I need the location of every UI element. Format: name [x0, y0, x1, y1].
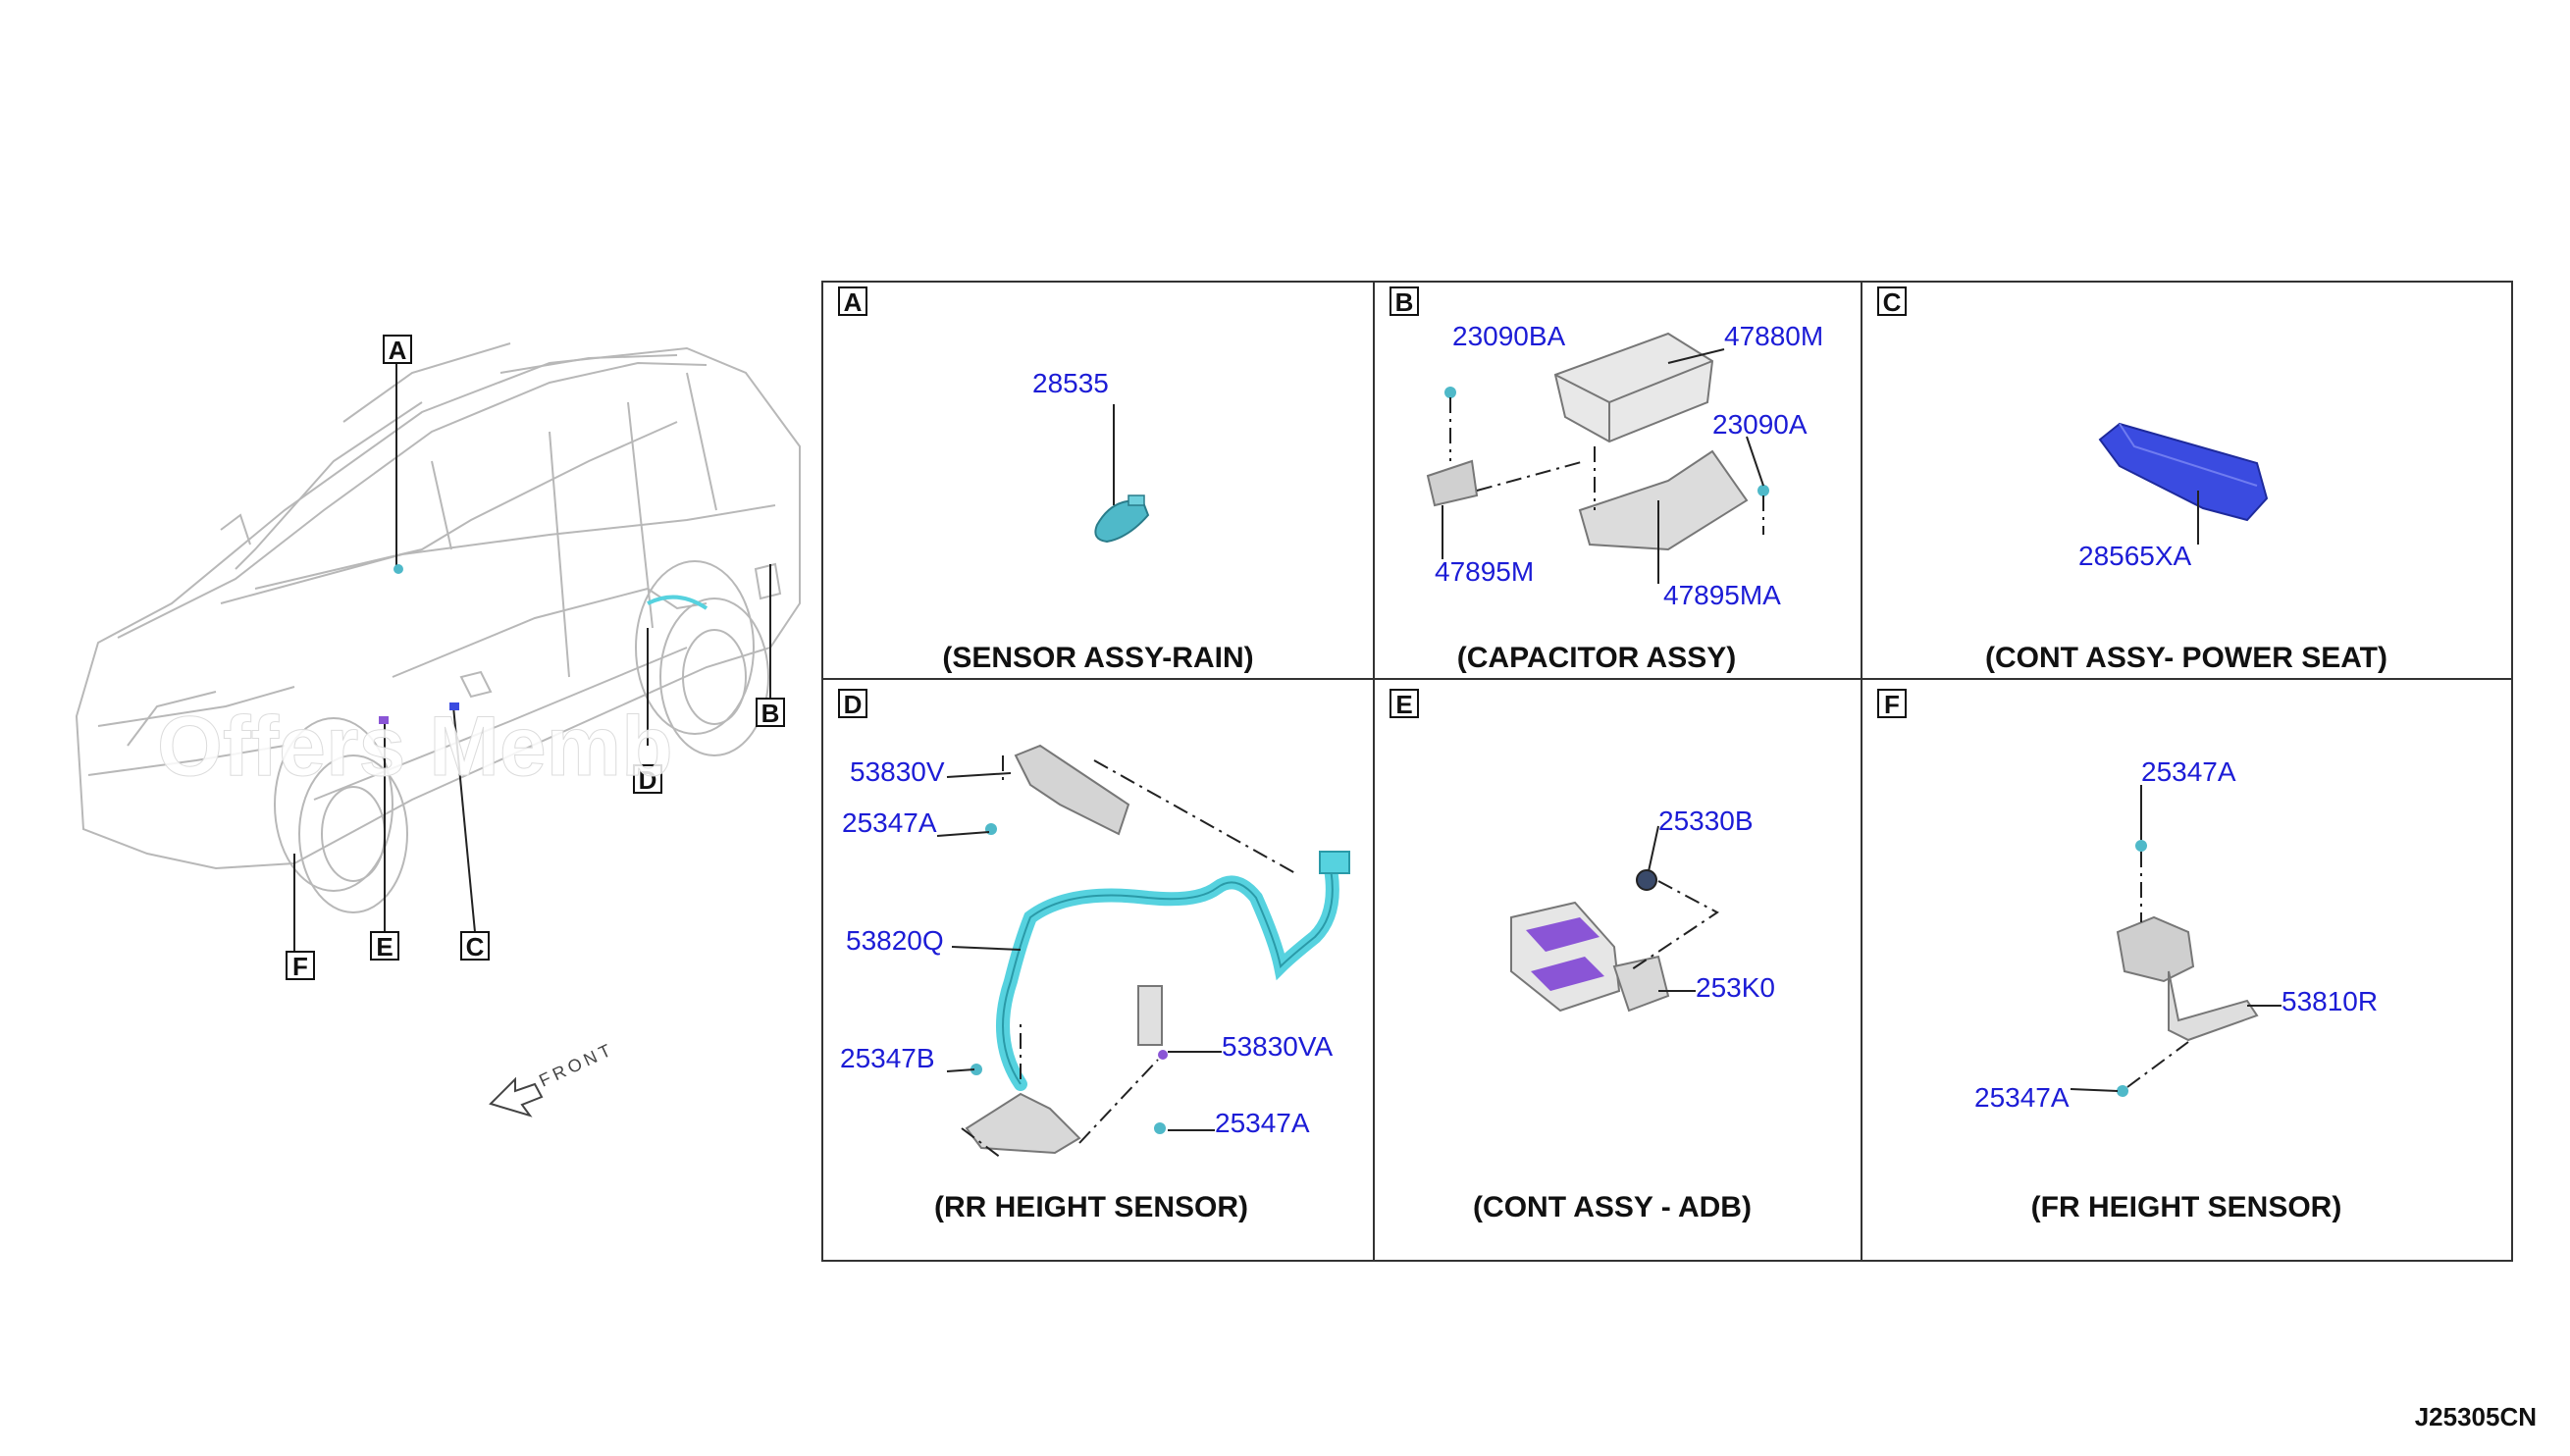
capacitor-module-part — [1553, 332, 1714, 443]
panel-letter: C — [1883, 287, 1902, 317]
panel-caption: (RR HEIGHT SENSOR) — [934, 1191, 1248, 1223]
part-number-25347b: 25347B — [840, 1043, 935, 1073]
callout-f: F — [286, 951, 315, 981]
panel-caption: (FR HEIGHT SENSOR) — [2031, 1191, 2342, 1223]
watermark: Offers Memb — [157, 700, 673, 794]
bolt-25347a-bottom — [1154, 1122, 1166, 1134]
bolt-25347b — [970, 1064, 982, 1075]
panel-c: C 28565XA (CONT ASSY- POWER SEAT) — [1877, 286, 2387, 674]
callout-label: D — [639, 765, 657, 795]
part-number-25347a-top: 25347A — [842, 807, 937, 838]
vehicle-overview: A B C D E F FRONT Offers Memb — [75, 335, 801, 1118]
diagram-code: J25305CN — [2414, 1402, 2537, 1431]
panel-letter: B — [1395, 287, 1414, 317]
callout-label: F — [292, 952, 308, 981]
panel-caption: (CONT ASSY- POWER SEAT) — [1985, 642, 2387, 674]
panel-caption: (SENSOR ASSY-RAIN) — [942, 642, 1253, 674]
part-number-53820q: 53820Q — [846, 925, 944, 956]
panel-e: E 25330B 253K0 (CONT ASSY - ADB) — [1390, 689, 1775, 1223]
bolt-25347a-top — [2135, 840, 2147, 852]
part-number-25347a-top: 25347A — [2141, 756, 2236, 787]
panel-b: B 23090BA 47880M 23090A 47895M 47895MA (… — [1390, 286, 1823, 674]
part-number-53810r: 53810R — [2282, 986, 2378, 1016]
panel-caption: (CAPACITOR ASSY) — [1457, 642, 1736, 674]
part-number-28565xa: 28565XA — [2078, 541, 2192, 571]
callout-label: A — [389, 336, 407, 365]
capacitor-bracket-left-part — [1426, 459, 1479, 507]
part-number-23090a: 23090A — [1712, 409, 1808, 440]
panel-a: A 28535 (SENSOR ASSY-RAIN) — [838, 286, 1254, 674]
rain-sensor-part — [1094, 494, 1150, 544]
part-number-25347a-bottom: 25347A — [1974, 1082, 2070, 1113]
callout-a: A — [383, 335, 412, 365]
callout-label: C — [466, 932, 485, 962]
part-number-25330b: 25330B — [1658, 806, 1754, 836]
panel-f: F 25347A 53810R 25347A (FR HEIGHT SENSOR… — [1877, 689, 2378, 1223]
callout-c: C — [460, 931, 490, 962]
panel-letter: F — [1884, 690, 1900, 719]
callout-b: B — [756, 698, 785, 728]
part-number-25347a-bottom: 25347A — [1215, 1108, 1310, 1138]
callout-label: B — [761, 699, 780, 728]
vehicle-body-outline — [75, 342, 801, 913]
part-number-53830v: 53830V — [850, 756, 945, 787]
callout-d: D — [633, 764, 662, 795]
panel-grid — [821, 281, 2513, 1262]
bolt-25347a-bottom — [2117, 1085, 2128, 1097]
panel-letter: E — [1395, 690, 1412, 719]
rr-height-sensor-upper-bracket-part — [1014, 744, 1130, 836]
rr-height-sensor-location — [647, 595, 708, 610]
part-number-47895m: 47895M — [1435, 556, 1534, 587]
panel-caption: (CONT ASSY - ADB) — [1473, 1191, 1752, 1223]
power-seat-module-location — [449, 702, 459, 710]
part-number-23090ba: 23090BA — [1452, 321, 1566, 351]
part-number-47880m: 47880M — [1724, 321, 1823, 351]
rr-height-sensor-lower-bracket-part — [965, 1092, 1081, 1155]
part-number-253k0: 253K0 — [1696, 972, 1775, 1003]
part-number-47895ma: 47895MA — [1663, 580, 1781, 610]
part-number-28535: 28535 — [1032, 368, 1109, 398]
callout-label: E — [376, 932, 393, 962]
front-label: FRONT — [536, 1039, 617, 1091]
rr-height-sensor-link-part — [1137, 985, 1163, 1046]
bolt-23090ba — [1444, 387, 1456, 398]
fr-height-sensor-part — [2116, 915, 2259, 1042]
panel-letter: A — [844, 287, 863, 317]
grommet-25330b — [1636, 869, 1657, 891]
part-number-53830va: 53830VA — [1222, 1031, 1333, 1062]
adb-control-module-part — [1510, 901, 1670, 1013]
front-direction-arrow: FRONT — [489, 1039, 617, 1118]
panel-letter: D — [844, 690, 863, 719]
panel-d: D 53830V 25347A 53820Q 25347B 53830VA 25… — [838, 689, 1350, 1223]
rain-sensor-location — [393, 564, 403, 574]
capacitor-bracket-right-part — [1578, 449, 1749, 551]
power-seat-module-part — [2098, 422, 2269, 522]
link-joint-53830va — [1158, 1050, 1168, 1060]
adb-module-location — [379, 716, 389, 724]
bolt-25347a-top — [985, 823, 997, 835]
bolt-23090a — [1757, 485, 1769, 496]
callout-e: E — [370, 931, 399, 962]
